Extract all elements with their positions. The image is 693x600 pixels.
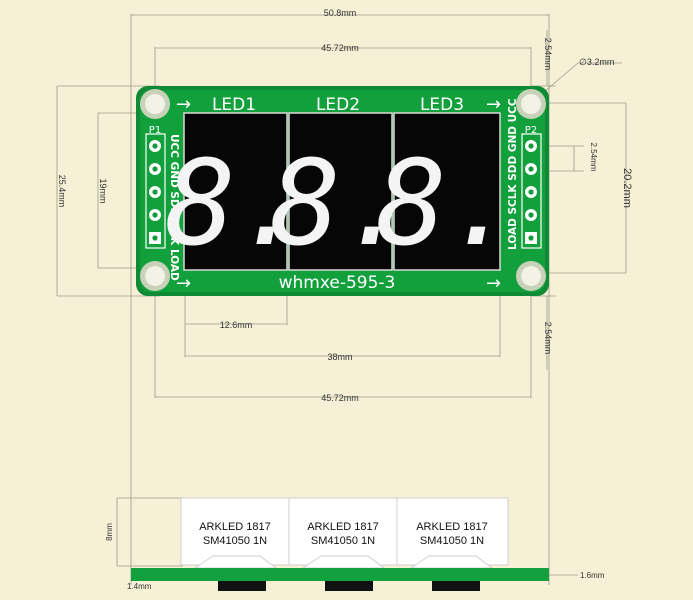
chip-1-line2: SM41050 1N <box>203 535 267 547</box>
arrow-icon: → <box>176 273 191 294</box>
dim-side-height: 8mm <box>105 523 114 541</box>
dim-digit-span: 38mm <box>327 352 352 362</box>
dim-corner-bottom: 2.54mm <box>543 322 553 355</box>
p2-pins <box>525 140 537 244</box>
dim-right-height: 20.2mm <box>621 168 633 208</box>
mounting-hole-bottom-right <box>516 261 546 291</box>
arrow-icon: → <box>486 273 501 294</box>
dim-top-hole-span: 45.72mm <box>321 43 359 53</box>
dim-left-height: 25.4mm <box>57 175 67 208</box>
p2-label: P2 <box>525 125 537 136</box>
dim-bottom-hole-span: 45.72mm <box>321 393 359 403</box>
digit-led1: 8. <box>165 134 307 272</box>
p2-header-outline <box>521 133 542 249</box>
side-component <box>218 581 266 591</box>
dim-corner-top: 2.54mm <box>543 38 553 71</box>
digit-led3: 8. <box>376 134 518 272</box>
chip-1-line1: ARKLED 1817 <box>199 521 271 533</box>
side-pcb <box>131 568 549 581</box>
arrow-icon: → <box>176 94 191 115</box>
side-chip-2: ARKLED 1817 SM41050 1N <box>288 497 398 566</box>
side-chip-3: ARKLED 1817 SM41050 1N <box>396 497 509 566</box>
p1-label: P1 <box>149 125 161 136</box>
mounting-hole-top-left <box>140 89 170 119</box>
p1-pin-labels: UCC GND SDI SCLK LOAD <box>168 134 180 281</box>
p2-pin-labels: LOAD SCLK SDD GND UCC <box>507 98 519 250</box>
p1-pins <box>149 140 161 244</box>
dim-hole-diameter: ∅3.2mm <box>579 57 614 67</box>
model-label: whmxe-595-3 <box>279 273 396 293</box>
mounting-hole-top-right <box>516 89 546 119</box>
led1-label: LED1 <box>212 95 256 115</box>
dim-pcb-offset: 1.4mm <box>127 582 152 591</box>
display-module-led1: 8. <box>165 112 307 272</box>
side-view: ARKLED 1817 SM41050 1N ARKLED 1817 SM410… <box>131 497 549 591</box>
display-module-led2: 8. <box>270 112 412 272</box>
chip-2-line1: ARKLED 1817 <box>307 521 379 533</box>
side-component <box>432 581 480 591</box>
dim-digit-pitch: 12.6mm <box>220 320 253 330</box>
arrow-icon: → <box>486 94 501 115</box>
digit-led2: 8. <box>270 134 412 272</box>
p1-header-outline <box>145 133 166 249</box>
display-module-led3: 8. <box>376 112 518 272</box>
dim-left-inner: 19mm <box>98 178 108 203</box>
pcb-board: → → LED1 LED2 LED3 → → whmxe-595-3 P1 UC… <box>136 86 549 296</box>
chip-2-line2: SM41050 1N <box>311 535 375 547</box>
chip-3-line1: ARKLED 1817 <box>416 521 488 533</box>
mounting-hole-bottom-left <box>140 261 170 291</box>
dim-top-width: 50.8mm <box>324 8 357 18</box>
dim-pin-pitch: 2.54mm <box>589 143 598 172</box>
led3-label: LED3 <box>420 95 464 115</box>
chip-3-line2: SM41050 1N <box>420 535 484 547</box>
led2-label: LED2 <box>316 95 360 115</box>
side-chip-1: ARKLED 1817 SM41050 1N <box>180 497 290 566</box>
dim-pcb-thickness: 1.6mm <box>580 571 605 580</box>
side-component <box>325 581 373 591</box>
